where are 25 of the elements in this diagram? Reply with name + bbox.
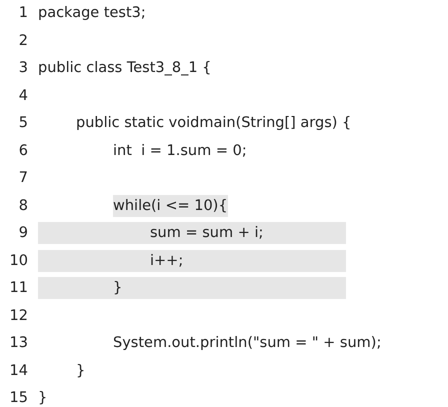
line-number: 5 (18, 114, 28, 133)
line-number: 12 (8, 306, 28, 326)
line-number: 7 (18, 169, 28, 188)
code-line: } (76, 362, 86, 380)
line-number: 4 (18, 86, 28, 106)
code-line: public class Test3_8_1 { (38, 59, 212, 78)
code-line: sum = sum + i; (150, 224, 264, 243)
line-number: 9 (18, 224, 28, 243)
line-number: 6 (18, 142, 28, 160)
code-line: } (113, 279, 122, 298)
code-line: i++; (150, 252, 184, 270)
code-line: System.out.println("sum = " + sum); (113, 334, 382, 353)
line-number: 10 (8, 252, 28, 270)
line-number: 14 (8, 362, 28, 380)
line-number: 15 (8, 389, 28, 407)
line-number: 3 (18, 59, 28, 78)
code-line: int i = 1.sum = 0; (113, 142, 247, 160)
line-number: 11 (8, 279, 28, 298)
line-number: 1 (18, 4, 28, 23)
code-line: package test3; (38, 4, 146, 23)
code-line: public static voidmain(String[] args) { (76, 114, 352, 133)
code-line: } (38, 389, 48, 407)
line-number: 2 (18, 32, 28, 50)
line-number: 8 (18, 196, 28, 216)
line-number: 13 (8, 334, 28, 353)
